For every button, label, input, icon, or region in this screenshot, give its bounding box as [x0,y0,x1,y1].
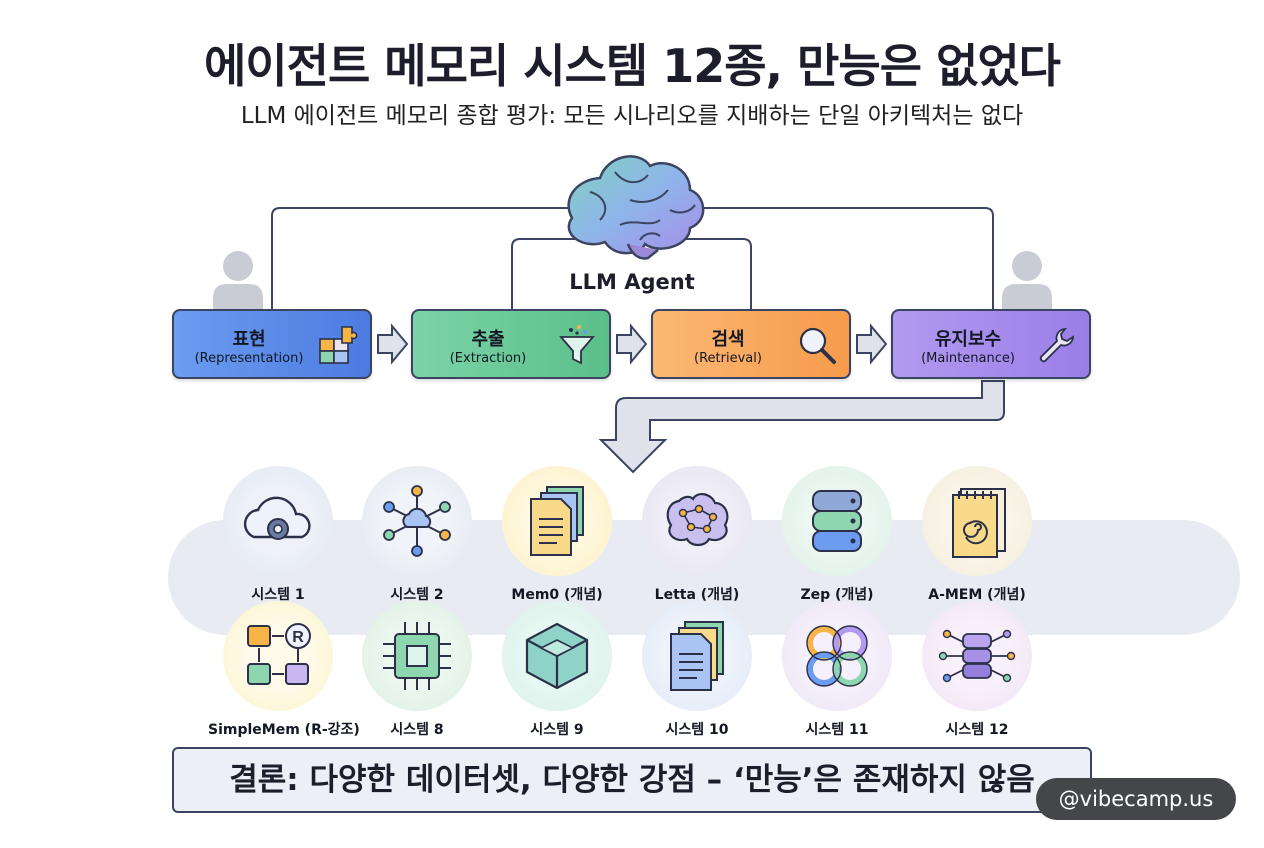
network-icon [383,485,451,557]
person-icon-right [1002,251,1052,309]
system-label: SimpleMem (R-강조) [208,722,360,738]
database-network-icon [938,629,1016,683]
system-icon-bg [502,466,612,576]
system-label: 시스템 2 [390,587,444,603]
cloud-gear-icon [243,496,311,540]
system-label: Zep (개념) [800,587,874,603]
arrow-2 [616,323,648,365]
system-label: 시스템 9 [530,722,584,738]
funnel-icon [559,325,595,365]
chip-icon [383,622,451,690]
system-10: 시스템 10 [627,601,767,739]
system-label: Mem0 (개념) [511,587,603,603]
system-icon-bg [782,466,892,576]
system-mem0: Mem0 (개념) [487,466,627,604]
system-label: 시스템 12 [945,722,1009,738]
stage-retrieval: 검색 (Retrieval) [651,309,851,379]
wrench-icon [1039,327,1074,363]
stage-maintenance: 유지보수 (Maintenance) [891,309,1091,379]
flow-r-icon: R [247,623,311,685]
svg-text:R: R [292,629,304,646]
system-1: 시스템 1 [208,466,348,604]
cube-icon [525,622,589,690]
system-9: 시스템 9 [487,601,627,739]
system-2: 시스템 2 [347,466,487,604]
down-arrow [598,380,1005,474]
arrow-3 [856,323,888,365]
system-simplemem: R SimpleMem (R-강조) [208,601,360,739]
system-icon-bg: R [223,601,333,711]
system-icon-bg [642,466,752,576]
document-stack-icon [530,486,584,556]
system-label: 시스템 11 [805,722,869,738]
system-label: 시스템 8 [390,722,444,738]
system-icon-bg [782,601,892,711]
system-icon-bg [502,601,612,711]
page-title: 에이전트 메모리 시스템 12종, 만능은 없었다 [203,39,1061,93]
notebook-spiral-icon [952,488,1006,558]
stage-subtitle: (Retrieval) [694,351,762,366]
brain-network-icon [666,493,729,547]
watermark-badge: @vibecamp.us [1036,778,1236,820]
stage-subtitle: (Extraction) [449,351,527,366]
stage-title: 검색 [711,329,745,350]
page-subtitle: LLM 에이전트 메모리 종합 평가: 모든 시나리오를 지배하는 단일 아키텍… [240,103,1024,129]
system-icon-bg [922,466,1032,576]
system-12: 시스템 12 [907,601,1047,739]
database-icon [812,490,862,552]
person-icon-left [213,251,263,309]
rings-icon [806,625,868,687]
magnifier-icon [799,327,836,364]
stage-title: 표현 [232,329,266,350]
system-icon-bg [223,466,333,576]
stage-representation: 표현 (Representation) [172,309,372,379]
system-icon-bg [642,601,752,711]
system-label: A-MEM (개념) [928,587,1026,603]
stage-subtitle: (Maintenance) [921,351,1015,366]
system-letta: Letta (개념) [627,466,767,604]
stage-extraction: 추출 (Extraction) [411,309,611,379]
system-8: 시스템 8 [347,601,487,739]
system-icon-bg [362,466,472,576]
puzzle-icon [319,326,358,364]
system-label: Letta (개념) [654,587,740,603]
system-label: 시스템 10 [665,722,729,738]
system-zep: Zep (개념) [767,466,907,604]
system-11: 시스템 11 [767,601,907,739]
system-icon-bg [922,601,1032,711]
conclusion-box: 결론: 다양한 데이터셋, 다양한 강점 – ‘만능’은 존재하지 않음 [172,747,1092,813]
system-icon-bg [362,601,472,711]
documents-icon [670,621,724,691]
arrow-1 [377,323,409,365]
stage-subtitle: (Representation) [194,351,304,366]
agent-label: LLM Agent [569,270,695,294]
system-label: 시스템 1 [251,587,305,603]
stage-title: 유지보수 [934,329,1002,350]
system-a-mem: A-MEM (개념) [907,466,1047,604]
stage-title: 추출 [471,329,505,350]
brain-icon [567,155,705,260]
